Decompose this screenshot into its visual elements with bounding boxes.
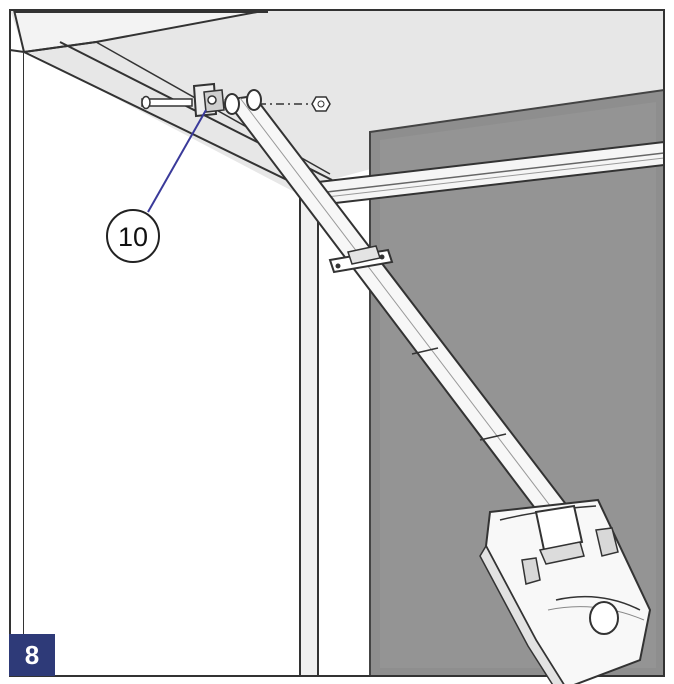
door-opening bbox=[24, 52, 300, 676]
rail-hanger-bracket bbox=[328, 245, 394, 274]
light-lens bbox=[589, 601, 619, 635]
callout-label: 10 bbox=[118, 222, 148, 252]
step-number-badge: 8 bbox=[9, 634, 55, 676]
left-jamb bbox=[9, 48, 25, 677]
callout-circle bbox=[106, 209, 160, 263]
ceiling-surface bbox=[10, 10, 664, 195]
mounting-bolt bbox=[141, 95, 193, 110]
right-jamb bbox=[299, 193, 319, 677]
callout-leader-line bbox=[147, 109, 207, 213]
callout-10: 10 bbox=[106, 209, 160, 263]
wall-bracket bbox=[192, 82, 225, 118]
motor-unit bbox=[479, 498, 652, 684]
mounting-nut bbox=[311, 96, 331, 112]
frame-border bbox=[9, 9, 665, 677]
